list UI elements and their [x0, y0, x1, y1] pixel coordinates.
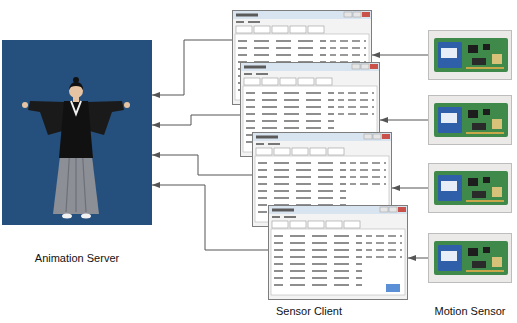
sensor-photos: [429, 31, 512, 283]
node-label: Motion Sensor: [435, 305, 506, 318]
node-box: Animation Server: [2, 40, 152, 267]
foot: [62, 214, 72, 219]
node-label: Animation Server: [35, 252, 119, 265]
sleeve: [86, 101, 124, 135]
node-box: Sensor Client: [268, 205, 408, 320]
connector: [408, 258, 428, 259]
character-render: [2, 40, 152, 225]
collar: [71, 101, 81, 114]
node-box: Motion Sensor: [428, 233, 512, 320]
hair-bun: [73, 77, 79, 83]
hand: [124, 102, 130, 108]
node-label: Sensor Client: [276, 305, 342, 318]
render-background: [2, 40, 152, 225]
arrow: [152, 155, 252, 175]
hair: [69, 82, 83, 90]
client-window: [269, 206, 408, 300]
arrow: [152, 40, 232, 95]
sensor-photo: [429, 234, 512, 283]
foot: [81, 214, 91, 219]
hand: [22, 102, 28, 108]
arrow: [380, 120, 428, 121]
data-arrows: [152, 40, 428, 188]
sensor-photo: [429, 31, 512, 80]
sleeve: [28, 101, 66, 135]
sensor-photo: [429, 96, 512, 145]
client-windows: [233, 11, 408, 300]
arrow: [392, 188, 428, 189]
sensor-photo: [429, 164, 512, 213]
arrow: [372, 55, 428, 56]
connector: [152, 185, 268, 250]
arrow: [152, 115, 240, 125]
haori-body: [59, 101, 93, 158]
